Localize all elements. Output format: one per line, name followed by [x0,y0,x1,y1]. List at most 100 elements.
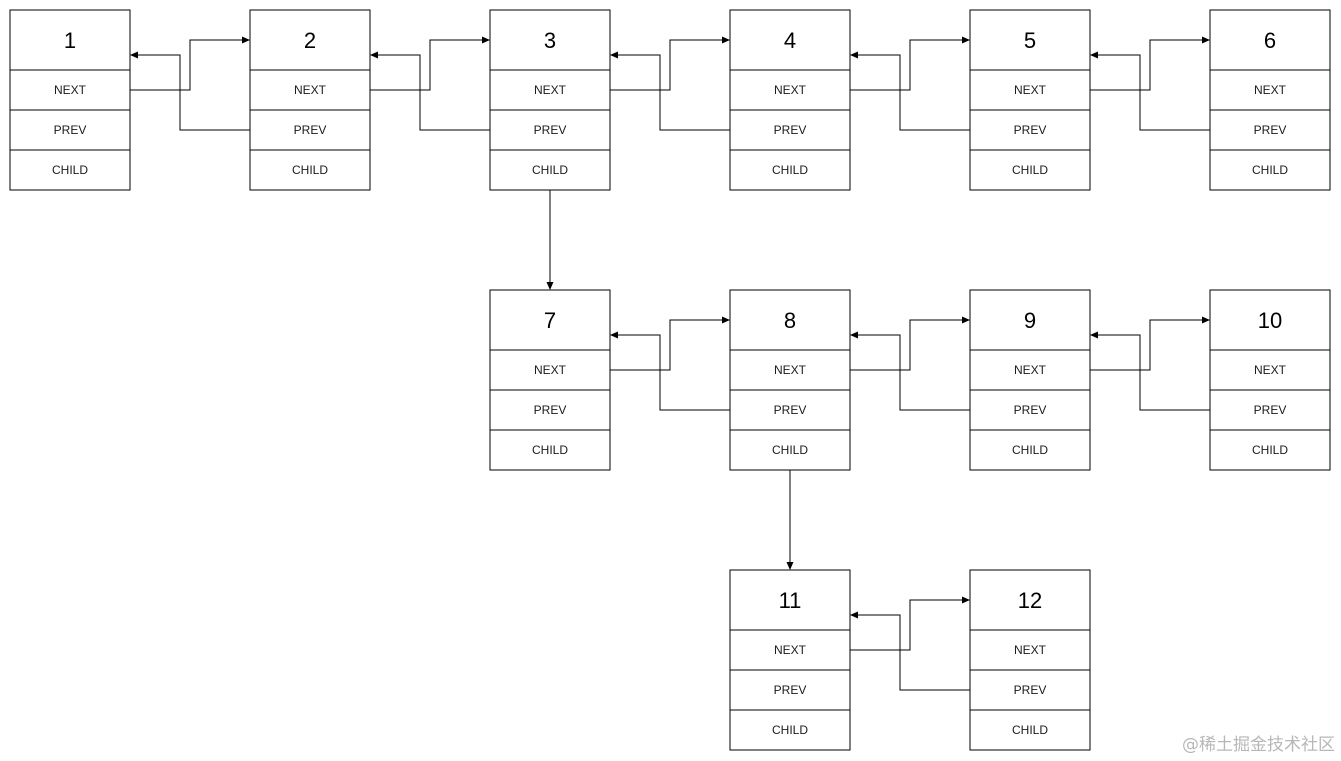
node-field-label: CHILD [1012,723,1048,737]
prev-arrow-8-7 [610,331,730,411]
node-field-label: PREV [774,403,807,417]
prev-arrow-2-1 [130,51,250,131]
node-field-prev [249,109,371,151]
node-field-label: PREV [1254,123,1287,137]
node-field-label: NEXT [774,643,807,657]
node-field-prev [1209,389,1331,431]
node-header [9,9,131,71]
node-field-prev [729,669,851,711]
node-field-child [489,429,611,471]
node-header [969,289,1091,351]
node-header [249,9,371,71]
node-number: 3 [544,28,556,53]
node-field-prev [729,389,851,431]
node-number: 6 [1264,28,1276,53]
node-field-child [1209,429,1331,471]
node-field-label: NEXT [1014,83,1047,97]
node-header [969,9,1091,71]
node-field-prev [489,109,611,151]
node-field-child [1209,149,1331,191]
prev-arrow-5-4 [850,51,970,131]
node-field-label: PREV [1014,683,1047,697]
prev-arrow-6-5 [1090,51,1210,131]
next-arrow-11-12 [850,596,970,651]
prev-arrow-10-9 [1090,331,1210,411]
node-field-prev [729,109,851,151]
node-field-prev [9,109,131,151]
node-field-child [969,429,1091,471]
node-field-child [729,709,851,751]
node-field-child [9,149,131,191]
node-header [489,289,611,351]
node-field-prev [489,389,611,431]
node-field-label: CHILD [532,163,568,177]
next-arrow-1-2 [130,36,250,91]
node-field-child [729,429,851,471]
node-field-label: CHILD [1252,163,1288,177]
next-arrow-3-4 [610,36,730,91]
node-number: 11 [779,588,802,613]
next-arrow-8-9 [850,316,970,371]
node-field-prev [969,389,1091,431]
node-field-label: NEXT [294,83,327,97]
node-field-child [969,149,1091,191]
node-field-child [729,149,851,191]
node-field-label: PREV [534,123,567,137]
node-header [729,289,851,351]
node-field-child [969,709,1091,751]
node-header [489,9,611,71]
node-field-label: CHILD [532,443,568,457]
node-field-label: CHILD [292,163,328,177]
prev-arrow-9-8 [850,331,970,411]
node-field-label: NEXT [534,363,567,377]
node-number: 8 [784,308,796,333]
node-field-next [969,629,1091,671]
node-field-label: PREV [774,683,807,697]
node-field-label: NEXT [54,83,87,97]
prev-arrow-3-2 [370,51,490,131]
node-field-label: NEXT [774,363,807,377]
next-arrow-9-10 [1090,316,1210,371]
node-field-label: NEXT [1254,83,1287,97]
node-field-label: PREV [774,123,807,137]
node-field-label: CHILD [772,723,808,737]
node-field-next [9,69,131,111]
node-field-next [489,69,611,111]
node-number: 7 [544,308,556,333]
node-field-label: NEXT [1014,643,1047,657]
node-field-child [489,149,611,191]
node-field-label: PREV [1014,123,1047,137]
node-number: 1 [64,28,76,53]
prev-arrow-12-11 [850,611,970,691]
node-field-label: CHILD [772,443,808,457]
node-field-label: NEXT [774,83,807,97]
node-number: 10 [1258,308,1282,333]
node-field-next [729,69,851,111]
node-field-label: PREV [54,123,87,137]
node-number: 12 [1018,588,1042,613]
node-number: 2 [304,28,316,53]
node-field-label: PREV [1254,403,1287,417]
node-field-label: PREV [534,403,567,417]
node-field-label: NEXT [534,83,567,97]
edges-layer [130,36,1210,691]
node-field-label: CHILD [52,163,88,177]
next-arrow-7-8 [610,316,730,371]
prev-arrow-4-3 [610,51,730,131]
node-field-next [1209,349,1331,391]
next-arrow-2-3 [370,36,490,91]
node-field-next [969,349,1091,391]
